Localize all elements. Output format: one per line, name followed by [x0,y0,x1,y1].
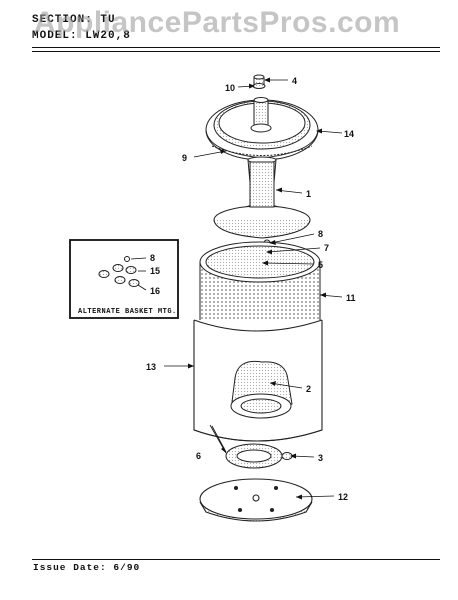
callout-11: 11 [346,293,356,303]
part-cap-nut [252,74,266,89]
callout-6: 6 [196,451,201,461]
inset-callout-15: 15 [150,266,160,276]
callout-12: 12 [338,492,348,502]
callout-3: 3 [318,453,323,463]
part-wash-basket [199,241,321,337]
callout-13: 13 [146,362,156,372]
inset-caption: ALTERNATE BASKET MTG. [78,308,177,316]
issue-date: Issue Date: 6/90 [33,562,141,573]
watermark-logo: AppliancePartsPros.com [34,6,401,39]
model-header: MODEL: LW20,8 [32,30,131,42]
callout-1: 1 [306,189,311,199]
leader-arrowheads [188,77,326,500]
header-rule-bottom [32,51,440,53]
section-header: SECTION: TU [32,14,116,26]
part-agitator-hub [211,97,313,156]
part-drain-ring [230,360,293,419]
part-agitator [213,156,311,239]
header-rule-top [32,47,440,49]
callout-4: 4 [292,76,297,86]
part-gasket [225,443,283,469]
callout-14: 14 [344,129,354,139]
callout-8: 8 [318,229,323,239]
footer-rule [32,559,440,561]
callout-5: 5 [318,260,323,270]
callout-10: 10 [225,83,235,93]
part-base-cover [199,478,313,522]
inset-callout-16: 16 [150,286,160,296]
inset-alternate-basket-mounting: 8 15 16 ALTERNATE BASKET MTG. [69,239,179,319]
callout-9: 9 [182,153,187,163]
callout-7: 7 [324,243,329,253]
callout-2: 2 [306,384,311,394]
inset-callout-8: 8 [150,253,155,263]
